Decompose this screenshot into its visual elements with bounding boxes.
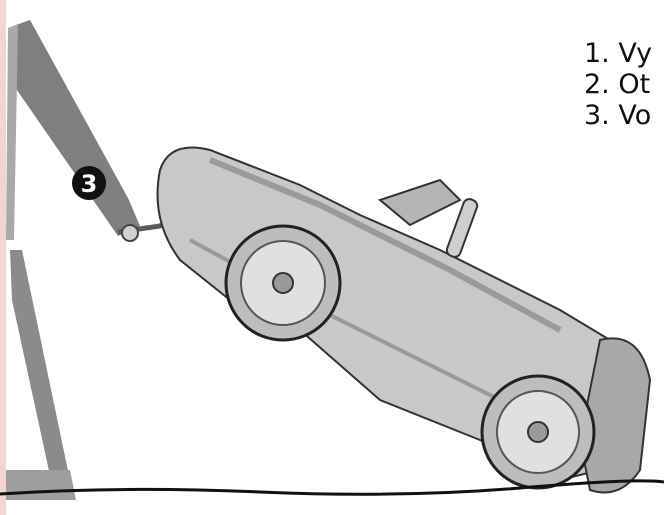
callout-number: 3: [81, 170, 98, 198]
page-edge: [0, 0, 6, 515]
callout-marker: 3: [72, 166, 106, 200]
step-1: 1. Vy: [584, 38, 652, 69]
step-3: 3. Vo: [584, 100, 652, 131]
rear-wheel: [482, 376, 594, 488]
tow-strap-lower: [10, 250, 72, 494]
strap-edge: [6, 24, 18, 240]
step-2: 2. Ot: [584, 69, 652, 100]
tow-strap-upper: [8, 20, 140, 236]
instruction-steps: 1. Vy 2. Ot 3. Vo: [584, 38, 652, 131]
hook-ring: [122, 225, 138, 241]
strap-base: [6, 470, 76, 500]
front-wheel: [226, 226, 340, 340]
